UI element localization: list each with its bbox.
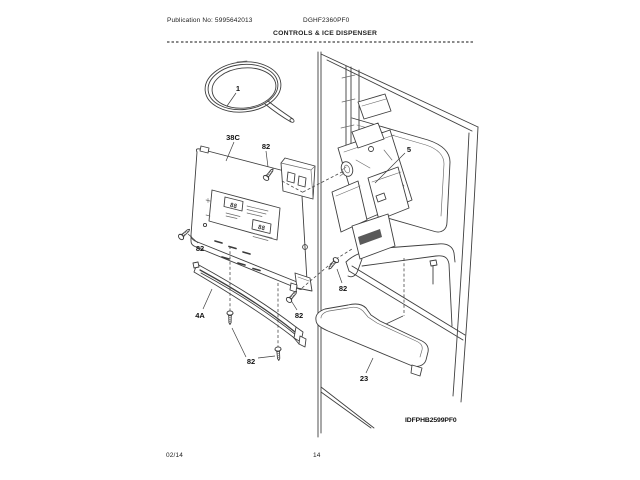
footer-date: 02/14 [166,452,184,459]
display-window [208,189,281,241]
callout-82-right: 82 [339,284,347,293]
callout-5: 5 [407,145,411,154]
title-underline [167,41,473,43]
model-number: DGHF2360PF0 [303,17,350,24]
callout-38C: 38C [226,133,240,142]
dispenser-trim-cover [192,246,307,348]
diagram-id: IDFPHB2599PF0 [405,417,457,424]
mounting-housing [280,157,345,200]
panel-mount-bracket [289,248,353,293]
screw-82-left [176,226,193,242]
callout-4A: 4A [195,311,205,320]
dispenser-tray-shelf [315,303,429,377]
ice-dispenser-module [331,122,413,278]
water-tube-coil [204,60,295,123]
screw-82-bottom-2 [274,346,283,362]
refrigerator-door-outline [317,51,479,438]
callout-23: 23 [360,374,368,383]
callout-82-bracket: 82 [295,311,303,320]
callout-leader-lines [187,92,406,374]
screw-82-bracket [284,288,300,305]
screw-82-bottom-1 [226,310,234,325]
door-dispenser-ledge [345,243,466,341]
callout-82-bottom: 82 [247,357,255,366]
callout-82-upper: 82 [262,142,270,151]
control-panel: 88 88 [190,145,308,290]
screw-82-right [326,256,341,272]
footer-page-number: 14 [313,452,321,459]
callout-1: 1 [236,84,240,93]
callout-82-left: 82 [196,244,204,253]
publication-number: Publication No: 5995642013 [167,17,253,24]
page-title: CONTROLS & ICE DISPENSER [273,30,378,37]
display-readout-2: 88 [257,224,266,233]
display-readout-1: 88 [229,202,238,211]
